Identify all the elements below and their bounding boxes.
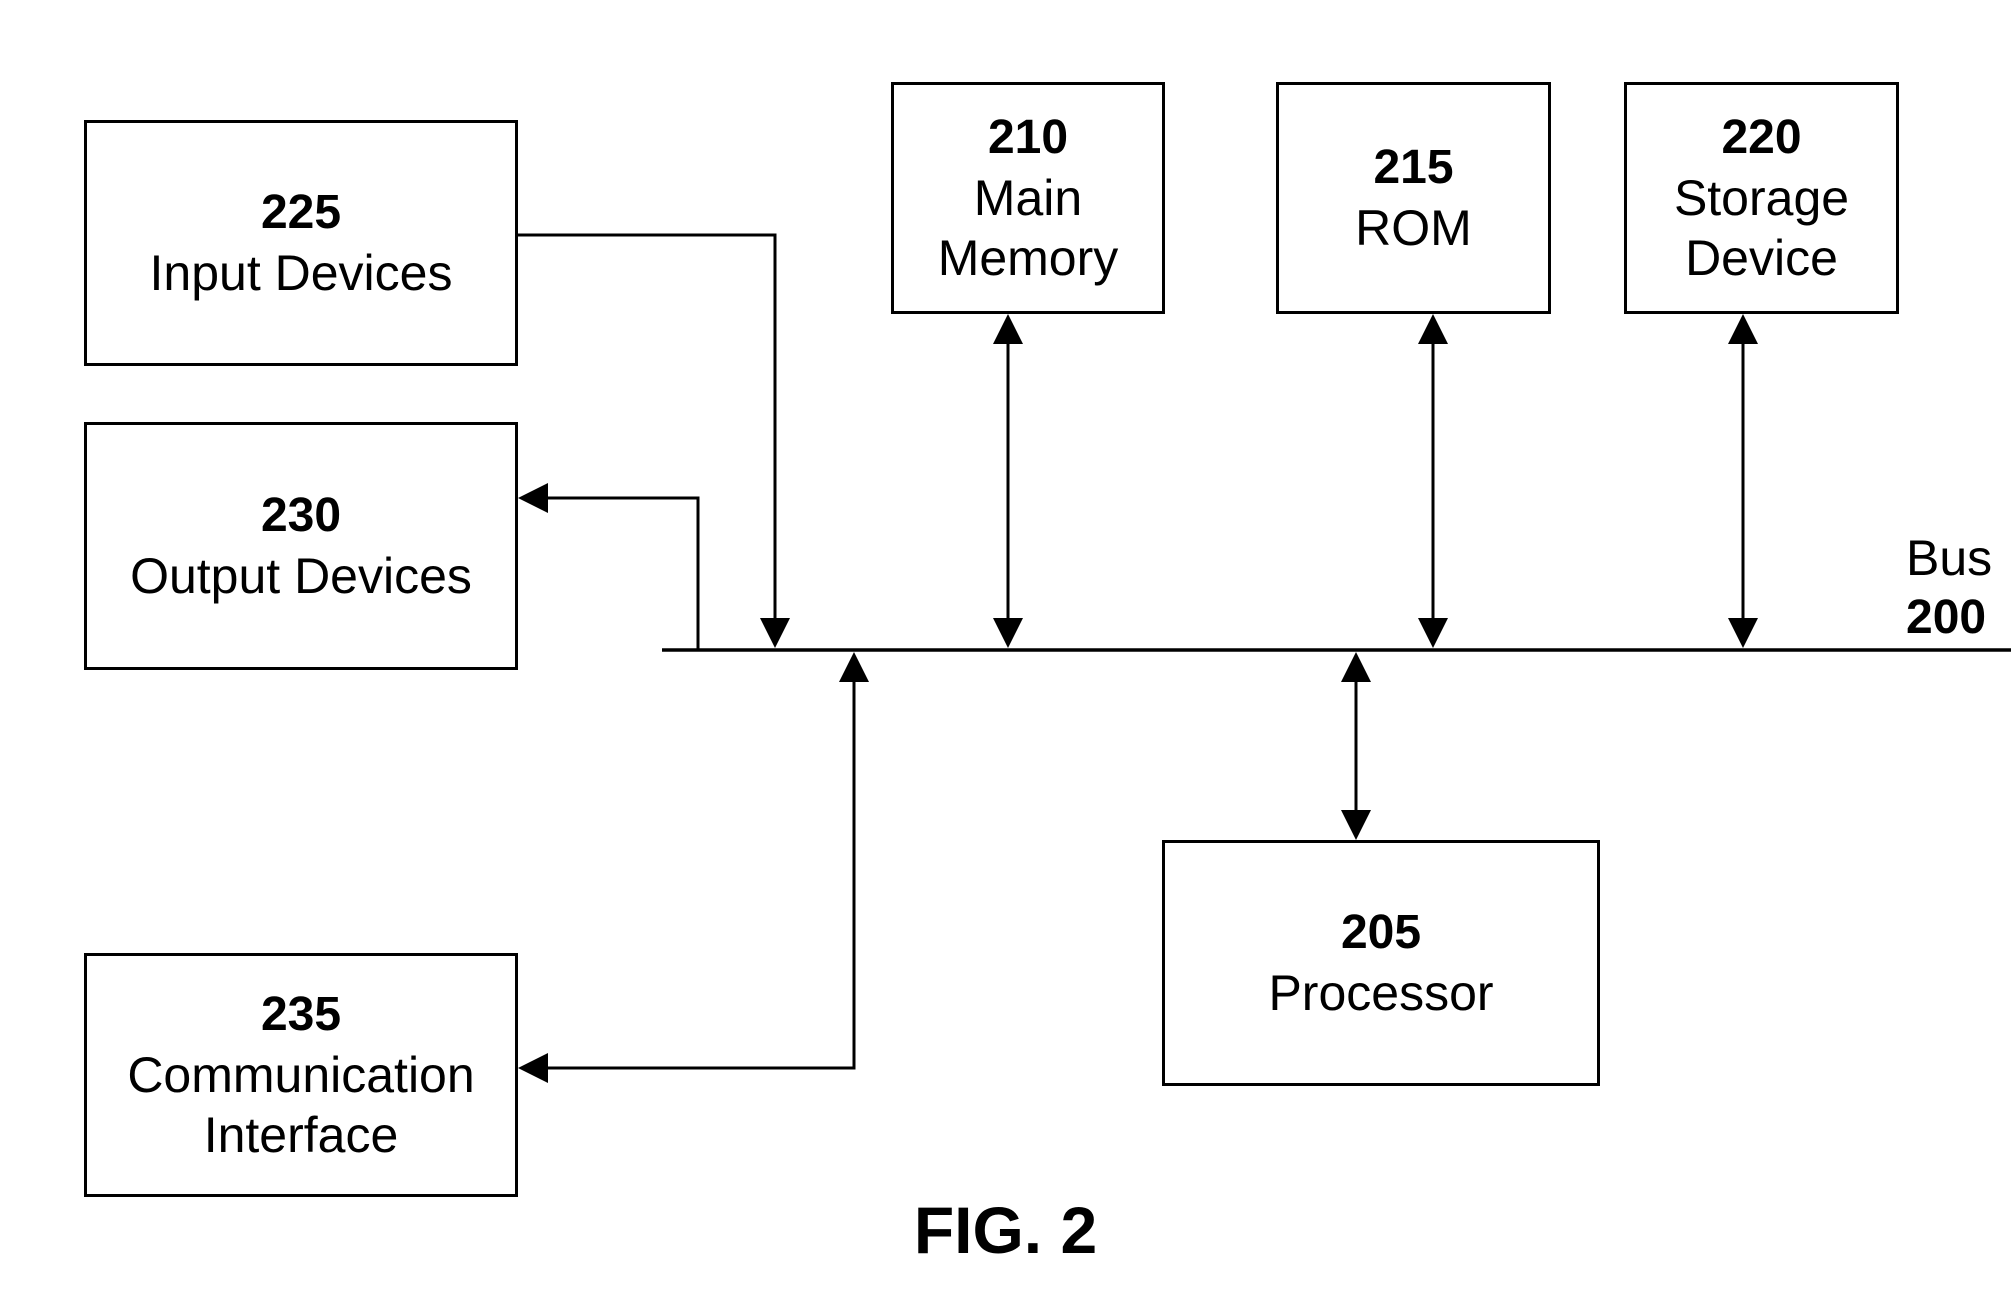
main-memory-block: 210 Main Memory [891, 82, 1165, 314]
processor-arrowhead-bottom [1341, 810, 1371, 840]
rom-arrowhead-bottom [1418, 618, 1448, 648]
input-devices-connector [516, 235, 775, 618]
communication-interface-block: 235 Communication Interface [84, 953, 518, 1197]
communication-interface-label: Communication Interface [127, 1045, 474, 1165]
rom-number: 215 [1373, 138, 1453, 198]
storage-device-arrowhead-bottom [1728, 618, 1758, 648]
storage-device-block: 220 Storage Device [1624, 82, 1899, 314]
storage-device-arrowhead-top [1728, 314, 1758, 344]
processor-number: 205 [1341, 903, 1421, 963]
input-devices-label: Input Devices [150, 243, 453, 303]
bus-number: 200 [1906, 588, 1992, 648]
main-memory-arrowhead-bottom [993, 618, 1023, 648]
rom-block: 215 ROM [1276, 82, 1551, 314]
rom-label: ROM [1355, 198, 1472, 258]
output-devices-number: 230 [261, 486, 341, 546]
bus-label: Bus 200 [1906, 528, 1992, 648]
output-devices-label: Output Devices [130, 546, 472, 606]
figure-caption: FIG. 2 [0, 1190, 2011, 1270]
rom-arrowhead-top [1418, 314, 1448, 344]
input-devices-arrowhead [760, 618, 790, 648]
output-devices-block: 230 Output Devices [84, 422, 518, 670]
communication-interface-connector [548, 682, 854, 1068]
input-devices-block: 225 Input Devices [84, 120, 518, 366]
communication-interface-arrowhead-bus [839, 652, 869, 682]
communication-interface-number: 235 [261, 985, 341, 1045]
main-memory-number: 210 [988, 108, 1068, 168]
output-devices-arrowhead [518, 483, 548, 513]
storage-device-label: Storage Device [1674, 168, 1849, 288]
storage-device-number: 220 [1721, 108, 1801, 168]
communication-interface-arrowhead-box [518, 1053, 548, 1083]
processor-arrowhead-top [1341, 652, 1371, 682]
processor-label: Processor [1268, 963, 1493, 1023]
main-memory-label: Main Memory [938, 168, 1119, 288]
output-devices-connector [548, 498, 698, 650]
bus-name: Bus [1906, 528, 1992, 588]
main-memory-arrowhead-top [993, 314, 1023, 344]
input-devices-number: 225 [261, 183, 341, 243]
processor-block: 205 Processor [1162, 840, 1600, 1086]
